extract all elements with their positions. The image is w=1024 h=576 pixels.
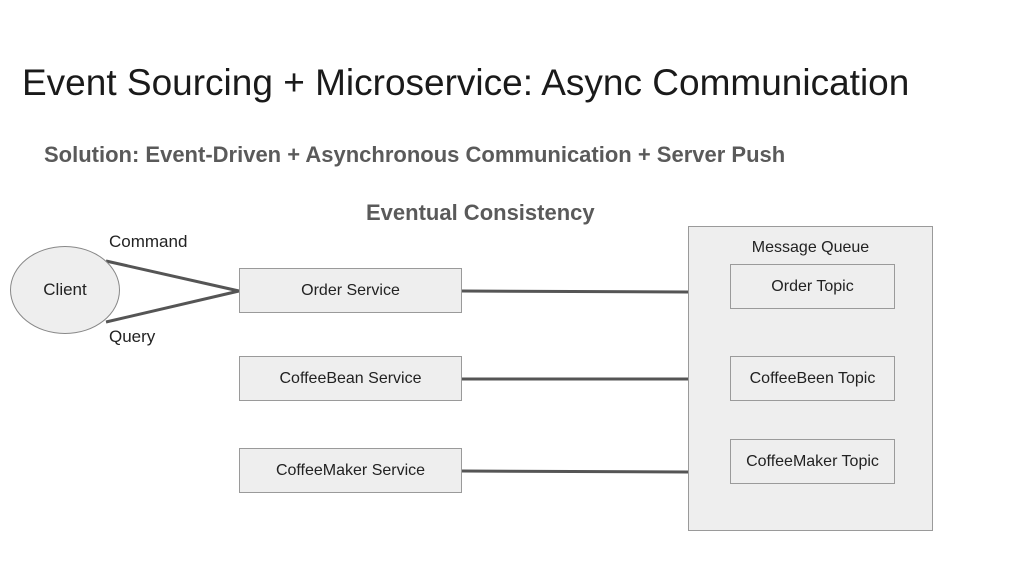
message-queue-label: Message Queue — [751, 239, 870, 256]
query-edge — [105, 289, 240, 324]
order-service-link — [461, 289, 689, 294]
client-node: Client — [10, 246, 120, 334]
order-service-box: Order Service — [239, 268, 462, 313]
service-label: CoffeeMaker Service — [275, 461, 426, 479]
message-queue-box: Message Queue Order Topic CoffeeBeen Top… — [688, 226, 933, 531]
client-label: Client — [43, 280, 87, 299]
coffeebean-service-box: CoffeeBean Service — [239, 356, 462, 401]
query-label: Query — [109, 327, 156, 346]
slide-title: Event Sourcing + Microservice: Async Com… — [22, 62, 910, 103]
coffeemaker-topic-box: CoffeeMaker Topic — [730, 439, 895, 484]
slide-subtitle: Solution: Event-Driven + Asynchronous Co… — [44, 142, 786, 167]
service-label: CoffeeBean Service — [279, 369, 422, 387]
coffeemaker-service-link — [461, 469, 689, 474]
coffeemaker-service-box: CoffeeMaker Service — [239, 448, 462, 493]
coffeebeen-topic-box: CoffeeBeen Topic — [730, 356, 895, 401]
eventual-consistency-caption: Eventual Consistency — [366, 200, 595, 225]
topic-label: CoffeeMaker Topic — [746, 452, 879, 470]
command-edge — [105, 259, 240, 293]
command-label: Command — [109, 232, 188, 251]
topic-label: CoffeeBeen Topic — [749, 369, 876, 387]
topic-label: Order Topic — [771, 277, 854, 295]
order-topic-box: Order Topic — [730, 264, 895, 309]
service-label: Order Service — [301, 281, 400, 299]
